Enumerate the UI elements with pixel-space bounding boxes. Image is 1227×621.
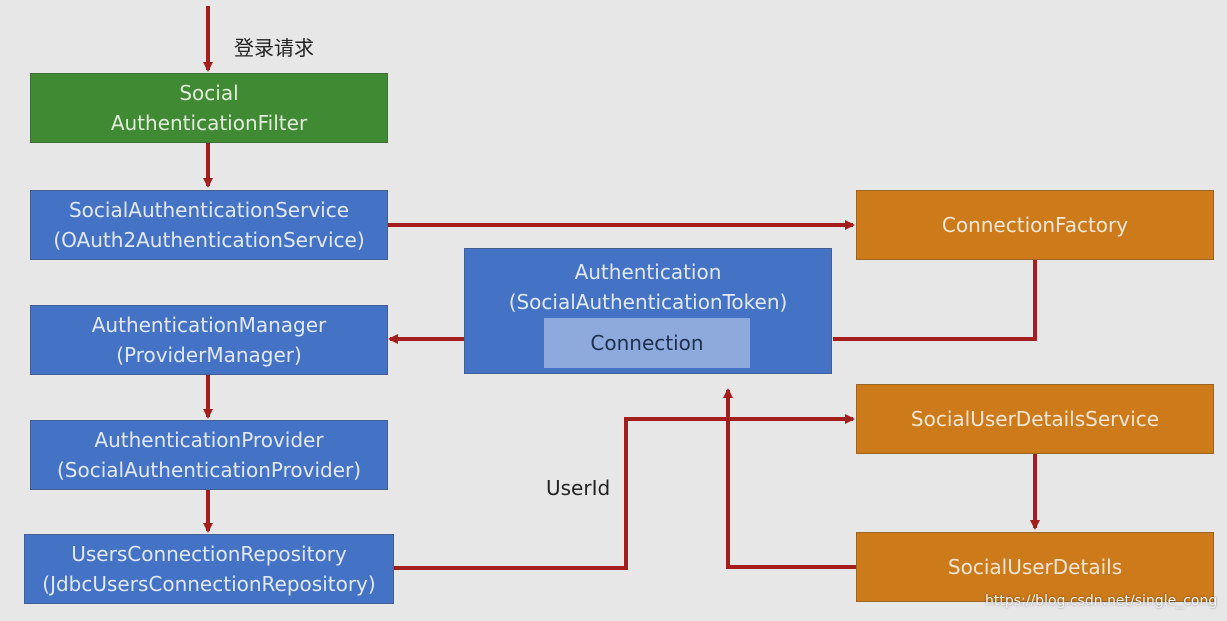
provider-line1: AuthenticationProvider [94,428,324,452]
connection-inner-box: Connection [544,318,750,368]
filter-line2: AuthenticationFilter [110,111,308,135]
repository-line1: UsersConnectionRepository [71,542,347,566]
social-user-details-node: SocialUserDetails [856,532,1214,602]
service-line1: SocialAuthenticationService [68,198,350,222]
filter-line1: Social [179,81,239,105]
authentication-line1: Authentication [574,260,722,284]
arrow-factory-to-authentication [833,260,1037,341]
provider-line2: (SocialAuthenticationProvider) [56,458,362,482]
authentication-manager-node: AuthenticationManager (ProviderManager) [30,305,388,375]
manager-line2: (ProviderManager) [116,343,302,367]
connection-factory-node: ConnectionFactory [856,190,1214,260]
users-connection-repository-node: UsersConnectionRepository (JdbcUsersConn… [24,534,394,604]
details-service-line1: SocialUserDetailsService [910,407,1160,431]
authentication-line2: (SocialAuthenticationToken) [508,290,788,314]
repository-line2: (JdbcUsersConnectionRepository) [42,572,376,596]
social-user-details-service-node: SocialUserDetailsService [856,384,1214,454]
authentication-provider-node: AuthenticationProvider (SocialAuthentica… [30,420,388,490]
arrow-repository-to-details-service [394,414,855,570]
userid-label: UserId [546,476,611,500]
arrow-details-to-authentication [723,388,858,569]
social-authentication-service-node: SocialAuthenticationService (OAuth2Authe… [30,190,388,260]
manager-line1: AuthenticationManager [91,313,327,337]
request-label: 登录请求 [234,36,314,60]
service-line2: (OAuth2AuthenticationService) [53,228,365,252]
watermark-text: https://blog.csdn.net/single_cong [985,593,1218,609]
details-line1: SocialUserDetails [947,555,1123,579]
social-authentication-filter-node: Social AuthenticationFilter [30,73,388,143]
factory-line1: ConnectionFactory [941,213,1129,237]
